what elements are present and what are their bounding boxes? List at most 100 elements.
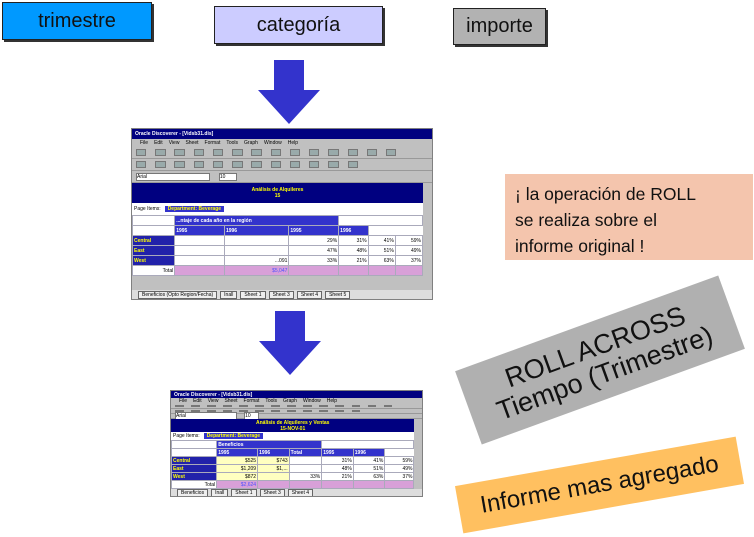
tool-icon[interactable] xyxy=(136,161,147,168)
sheet-tab[interactable]: Sheet 5 xyxy=(325,290,351,299)
tool-icon[interactable] xyxy=(255,409,264,413)
tool-icon[interactable] xyxy=(191,404,200,408)
table-cell xyxy=(321,480,354,489)
page-item-dropdown[interactable]: Department: Beverage xyxy=(203,433,264,439)
tool-icon[interactable] xyxy=(174,149,185,156)
tool-icon[interactable] xyxy=(367,404,377,408)
tool-icon[interactable] xyxy=(175,409,184,413)
tool-icon[interactable] xyxy=(309,149,320,156)
menu-item[interactable]: Tools xyxy=(265,398,278,404)
sheet-tab[interactable]: Sheet 4 xyxy=(287,489,314,496)
tool-icon[interactable] xyxy=(223,404,232,408)
menu-item[interactable]: Format xyxy=(204,140,221,146)
tool-icon[interactable] xyxy=(309,161,320,168)
tool-icon[interactable] xyxy=(366,149,378,156)
tool-icon[interactable] xyxy=(239,409,248,413)
menu-item[interactable]: Sheet xyxy=(185,140,199,146)
sheet-tab[interactable]: Sheet 3 xyxy=(268,290,294,299)
tool-icon[interactable] xyxy=(212,161,224,168)
tool-icon[interactable] xyxy=(239,404,248,408)
tool-icon[interactable] xyxy=(193,149,205,156)
tool-icon[interactable] xyxy=(347,149,358,156)
note-callout: ¡ la operación de ROLL se realiza sobre … xyxy=(505,174,753,260)
row-label: Total xyxy=(170,480,218,489)
menu-item[interactable]: Edit xyxy=(154,140,163,146)
sheet-tab[interactable]: Beneficios xyxy=(177,489,209,496)
sheet-tab[interactable]: Sheet 1 xyxy=(231,489,257,496)
tool-icon[interactable] xyxy=(335,404,345,408)
tool-icon[interactable] xyxy=(328,161,339,168)
table-cell: $1,... xyxy=(257,464,290,473)
sheet-tab[interactable]: Sheet 4 xyxy=(296,290,323,299)
table-cell: $743 xyxy=(257,456,290,465)
tool-icon[interactable] xyxy=(328,149,339,156)
menu-item[interactable]: Sheet xyxy=(224,398,238,404)
menu-item[interactable]: Window xyxy=(302,398,321,404)
menu-item[interactable]: Format xyxy=(243,398,260,404)
tool-icon[interactable] xyxy=(270,161,281,168)
tool-icon[interactable] xyxy=(319,404,329,408)
tool-icon[interactable] xyxy=(193,161,205,168)
tool-icon[interactable] xyxy=(347,161,358,168)
tool-icon[interactable] xyxy=(271,409,280,413)
tool-icon[interactable] xyxy=(303,409,313,413)
menu-item[interactable]: View xyxy=(207,398,219,404)
sheet-tab[interactable]: Inall xyxy=(211,489,229,496)
tool-icon[interactable] xyxy=(319,409,329,413)
table-cell: $525 xyxy=(216,456,259,465)
tool-icon[interactable] xyxy=(270,149,281,156)
tool-icon[interactable] xyxy=(303,404,313,408)
row-label: Central xyxy=(131,235,176,246)
table-cell: $5,047 xyxy=(223,265,290,276)
tool-icon[interactable] xyxy=(335,409,345,413)
tool-icon[interactable] xyxy=(207,404,216,408)
table-cell xyxy=(257,480,290,489)
tool-icon[interactable] xyxy=(155,149,166,156)
sheet-tab[interactable]: Sheet 3 xyxy=(259,489,285,496)
menu-item[interactable]: Window xyxy=(263,140,282,146)
row-label: East xyxy=(170,464,218,473)
tool-icon[interactable] xyxy=(351,409,361,413)
tool-icon[interactable] xyxy=(289,149,301,156)
menu-item[interactable]: Edit xyxy=(193,398,202,404)
tool-icon[interactable] xyxy=(287,409,296,413)
tool-icon[interactable] xyxy=(212,149,224,156)
tool-icon[interactable] xyxy=(351,404,361,408)
sheet-tab[interactable]: Inall xyxy=(220,290,238,299)
tool-icon[interactable] xyxy=(287,404,296,408)
sheet-tab[interactable]: Beneficios (Opto Region/Fecha) xyxy=(138,290,218,299)
menu-item[interactable]: View xyxy=(168,140,180,146)
menu-item[interactable]: Help xyxy=(326,398,338,404)
tool-icon[interactable] xyxy=(175,404,184,408)
tool-icon[interactable] xyxy=(191,409,200,413)
tool-icon[interactable] xyxy=(271,404,280,408)
menu-item[interactable]: File xyxy=(179,398,188,404)
font-select[interactable]: Arial xyxy=(136,172,210,181)
tool-icon[interactable] xyxy=(255,404,264,408)
menu-item[interactable]: File xyxy=(140,140,149,146)
tool-icon[interactable] xyxy=(207,409,216,413)
tool-icon[interactable] xyxy=(289,161,301,168)
menu-item[interactable]: Tools xyxy=(226,140,239,146)
tool-icon[interactable] xyxy=(136,149,147,156)
window-title-bar: Oracle Discoverer - [Vidsb31.dis] xyxy=(171,391,422,398)
tool-icon[interactable] xyxy=(223,409,232,413)
size-select[interactable]: 10 xyxy=(218,172,237,181)
tool-icon[interactable] xyxy=(155,161,166,168)
menu-item[interactable]: Help xyxy=(287,140,299,146)
tool-icon[interactable] xyxy=(174,161,185,168)
menu-item[interactable]: Graph xyxy=(244,140,258,146)
page-item-dropdown[interactable]: Department: Beverage xyxy=(164,206,225,212)
tool-icon[interactable] xyxy=(383,404,393,408)
tool-icon[interactable] xyxy=(232,161,243,168)
table-cell xyxy=(384,480,415,489)
tool-icon[interactable] xyxy=(386,149,397,156)
table-cell: 59% xyxy=(394,235,424,246)
sheet-tab[interactable]: Sheet 1 xyxy=(240,290,266,299)
tool-icon[interactable] xyxy=(251,149,262,156)
tool-icon[interactable] xyxy=(232,149,243,156)
tool-icon[interactable] xyxy=(251,161,262,168)
menu-item[interactable]: Graph xyxy=(283,398,297,404)
